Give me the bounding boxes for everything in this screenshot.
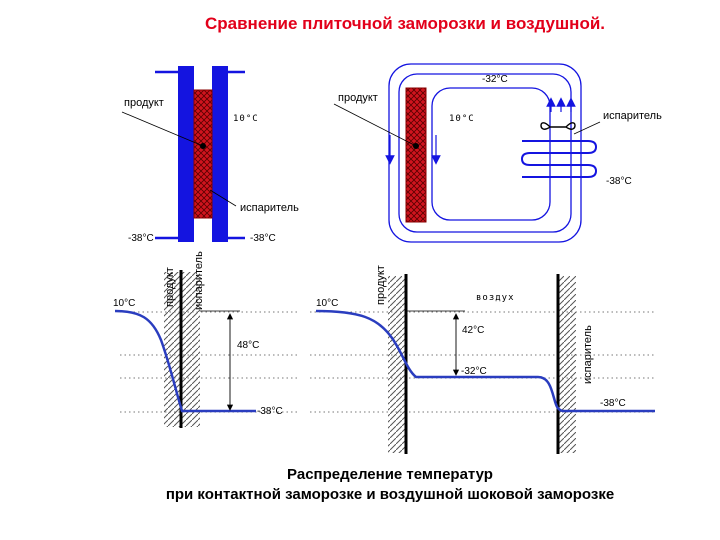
air-temp-label: -32°С (461, 366, 487, 377)
air-temp-label: -32°С (482, 74, 508, 85)
caption-line-2: при контактной заморозке и воздушной шок… (165, 486, 615, 503)
slide-title: Сравнение плиточной заморозки и воздушно… (204, 14, 605, 33)
air-label: воздух (476, 293, 515, 303)
product-label: продукт (124, 97, 164, 109)
contact-temperature-graph: продукт испаритель 10°С 48°С -38°С (113, 251, 300, 428)
product-block (405, 87, 427, 223)
fan-icon (540, 122, 576, 130)
leader-line (209, 189, 237, 207)
evaporator-hatch-zone (182, 272, 200, 427)
evaporator-hatch-zone (558, 276, 576, 453)
air-freezing-diagram: продукт -32°С 10°С испаритель -38°С (333, 63, 662, 243)
evaporator-plate-left (178, 66, 194, 242)
air-temperature-graph: продукт воздух испаритель 10°С 42°С -32°… (310, 265, 655, 454)
evap-temp-left-label: -38°С (128, 233, 154, 244)
product-block (193, 89, 213, 219)
evaporator-axis-label: испаритель (582, 325, 594, 384)
start-temp-label: 10°С (316, 298, 338, 309)
leader-line (121, 111, 204, 147)
end-temp-label: -38°С (257, 406, 283, 417)
temperature-curve (315, 309, 655, 413)
evaporator-label: испаритель (603, 110, 662, 122)
evap-temp-right-label: -38°С (250, 233, 276, 244)
temperature-curve (114, 309, 228, 413)
end-temp-label: -38°С (600, 398, 626, 409)
evap-temp-label: -38°С (606, 176, 632, 187)
delta-temp-label: 48°С (237, 340, 259, 351)
evaporator-coil (520, 140, 598, 178)
evaporator-axis-label: испаритель (193, 251, 205, 310)
product-temp-label: 10°С (449, 114, 475, 124)
product-temp-label: 10°С (233, 114, 259, 124)
product-axis-label: продукт (375, 265, 387, 305)
contact-freezing-diagram: продукт 10°С испаритель -38°С -38°С (121, 66, 299, 244)
start-temp-label: 10°С (113, 298, 135, 309)
delta-temp-label: 42°С (462, 325, 484, 336)
evaporator-label: испаритель (240, 202, 299, 214)
product-axis-label: продукт (164, 267, 176, 307)
evaporator-plate-right (212, 66, 228, 242)
leader-line (573, 121, 601, 135)
leader-line (333, 103, 417, 147)
caption-line-1: Распределение температур (287, 466, 493, 483)
product-label: продукт (338, 92, 378, 104)
product-hatch-zone (388, 276, 406, 453)
